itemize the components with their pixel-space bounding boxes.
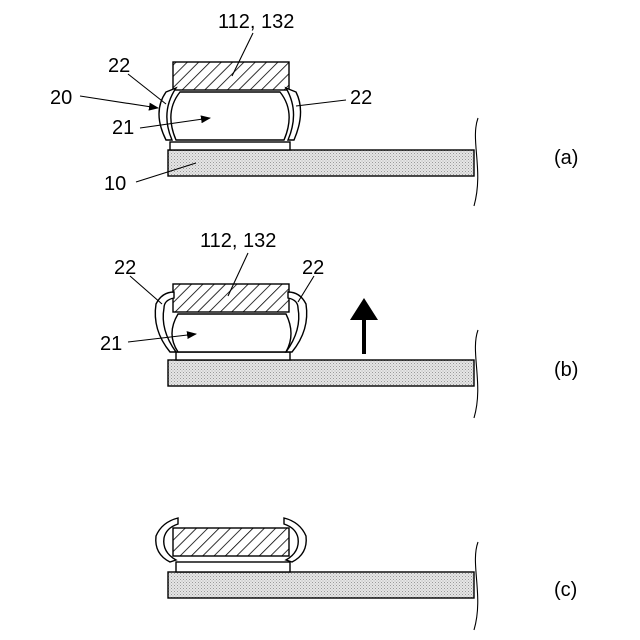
pad-c bbox=[176, 562, 290, 572]
cavity-body-b bbox=[172, 314, 291, 352]
panel-c: (c) bbox=[156, 518, 578, 630]
substrate-b bbox=[168, 360, 474, 386]
label-chip-a: 112, 132 bbox=[218, 11, 294, 33]
caption-a: (a) bbox=[554, 147, 578, 169]
panel-b: 112, 132 22 22 21 (b) bbox=[100, 230, 578, 418]
label-chip-b: 112, 132 bbox=[200, 230, 276, 252]
lift-arrow-head bbox=[350, 298, 378, 320]
leader-clip-left-b bbox=[130, 276, 162, 304]
chip-c bbox=[173, 528, 289, 556]
label-cavity-b: 21 bbox=[100, 333, 122, 355]
leader-clip-right-b bbox=[298, 276, 314, 302]
label-cavity-a: 21 bbox=[112, 117, 134, 139]
substrate-c bbox=[168, 572, 474, 598]
panel-a: 112, 132 22 22 20 21 10 (a) bbox=[50, 11, 578, 206]
pad-b bbox=[176, 352, 290, 360]
label-clip-left-b: 22 bbox=[114, 257, 136, 279]
label-clip-right-b: 22 bbox=[302, 257, 324, 279]
caption-b: (b) bbox=[554, 359, 578, 381]
label-clip-right-a: 22 bbox=[350, 87, 372, 109]
substrate-a bbox=[168, 150, 474, 176]
pad-a bbox=[170, 142, 290, 150]
leader-clip-left-a bbox=[128, 74, 166, 104]
chip-a bbox=[173, 62, 289, 90]
caption-c: (c) bbox=[554, 579, 577, 601]
cavity-body-a bbox=[171, 92, 289, 140]
leader-clip-right-a bbox=[296, 100, 346, 106]
label-frame-a: 20 bbox=[50, 87, 72, 109]
leader-frame-a bbox=[80, 96, 158, 108]
label-clip-left-a: 22 bbox=[108, 55, 130, 77]
chip-b bbox=[173, 284, 289, 312]
label-substrate-a: 10 bbox=[104, 173, 126, 195]
